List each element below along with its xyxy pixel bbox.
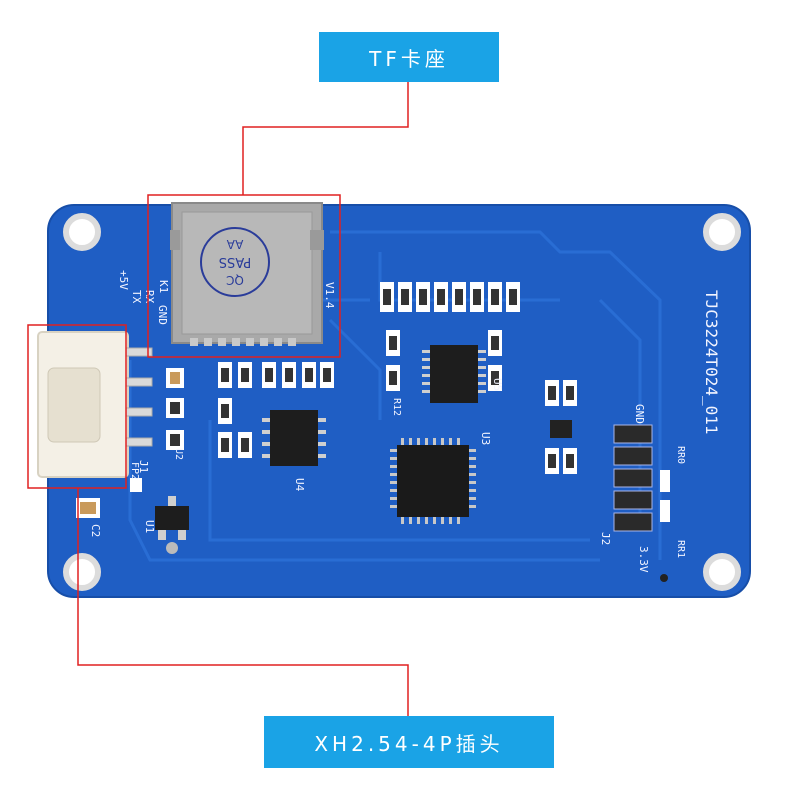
card-version-label: V1.4 <box>323 282 336 309</box>
c2-label: C2 <box>89 524 102 537</box>
annotation-highlights <box>27 82 409 716</box>
resistor-group-right <box>386 330 577 474</box>
pin-label-5v: +5V <box>117 270 130 290</box>
j2-label: J2 <box>599 532 612 545</box>
u1-label: U1 <box>143 520 156 533</box>
qc-stamp-top: QC <box>226 273 244 287</box>
tf-slot-tab <box>170 230 180 250</box>
mounting-holes <box>63 213 741 591</box>
model-label: TJC3224T024_011 <box>702 290 721 435</box>
v33-label: 3.3V <box>637 546 650 573</box>
rr1-label: RR1 <box>675 540 686 558</box>
u2-label: U2 <box>173 448 184 460</box>
tf-slot-tab <box>310 230 324 250</box>
xh-connector: J1 <box>37 331 153 478</box>
fp2-label: FP2 <box>129 462 140 480</box>
gnd-label: GND <box>633 404 646 424</box>
j2-pads: J2 GND 3.3V RR0 RR1 <box>599 404 686 582</box>
connector-leader <box>77 488 409 716</box>
tf-slot-pins <box>190 338 296 346</box>
tf-slot-highlight <box>147 194 341 358</box>
ic-u4: U4 <box>262 410 326 492</box>
tf-slot-callout: TF卡座 <box>319 32 499 82</box>
tf-card-slot: QC PASS AA K1 V1.4 <box>157 202 336 346</box>
resistor-array-top <box>380 282 520 312</box>
resistor-group-left <box>218 362 334 458</box>
silk-labels: TJC3224T024_011 C2 FP2 R12 U2 <box>89 290 721 537</box>
mount-hole <box>63 553 101 591</box>
u3-label: U3 <box>479 432 492 445</box>
connector-callout-text: XH2.54-4P插头 <box>314 731 504 756</box>
u4-label: U4 <box>293 478 306 492</box>
mount-hole <box>703 553 741 591</box>
tf-slot-callout-text: TF卡座 <box>369 46 449 71</box>
capacitor-group <box>76 368 184 518</box>
connector-slot <box>47 367 101 443</box>
pin-label-rx: RX <box>143 290 156 304</box>
rr0-label: RR0 <box>675 446 686 464</box>
regulator-u1: U1 <box>143 496 189 554</box>
qc-stamp-bottom: AA <box>226 237 244 251</box>
pin-label-gnd: GND <box>156 305 169 325</box>
connector-callout: XH2.54-4P插头 <box>264 716 554 768</box>
qc-stamp-mid: PASS <box>219 254 251 269</box>
mount-hole <box>703 213 741 251</box>
tf-slot-leader <box>242 82 409 195</box>
smd-components <box>76 282 577 518</box>
qc-stamp <box>200 227 270 297</box>
u5-label: U5 <box>491 378 504 391</box>
pin-labels: +5V TX RX GND <box>117 270 169 325</box>
card-ref-label: K1 <box>157 280 170 293</box>
ic-u5: U5 <box>422 345 504 403</box>
conn-ref-label: J1 <box>137 460 150 473</box>
mount-hole <box>63 213 101 251</box>
connector-highlight <box>27 324 127 489</box>
ic-u3-mcu: U3 <box>390 432 492 524</box>
r12-label: R12 <box>391 398 402 416</box>
pin-label-tx: TX <box>130 290 143 304</box>
